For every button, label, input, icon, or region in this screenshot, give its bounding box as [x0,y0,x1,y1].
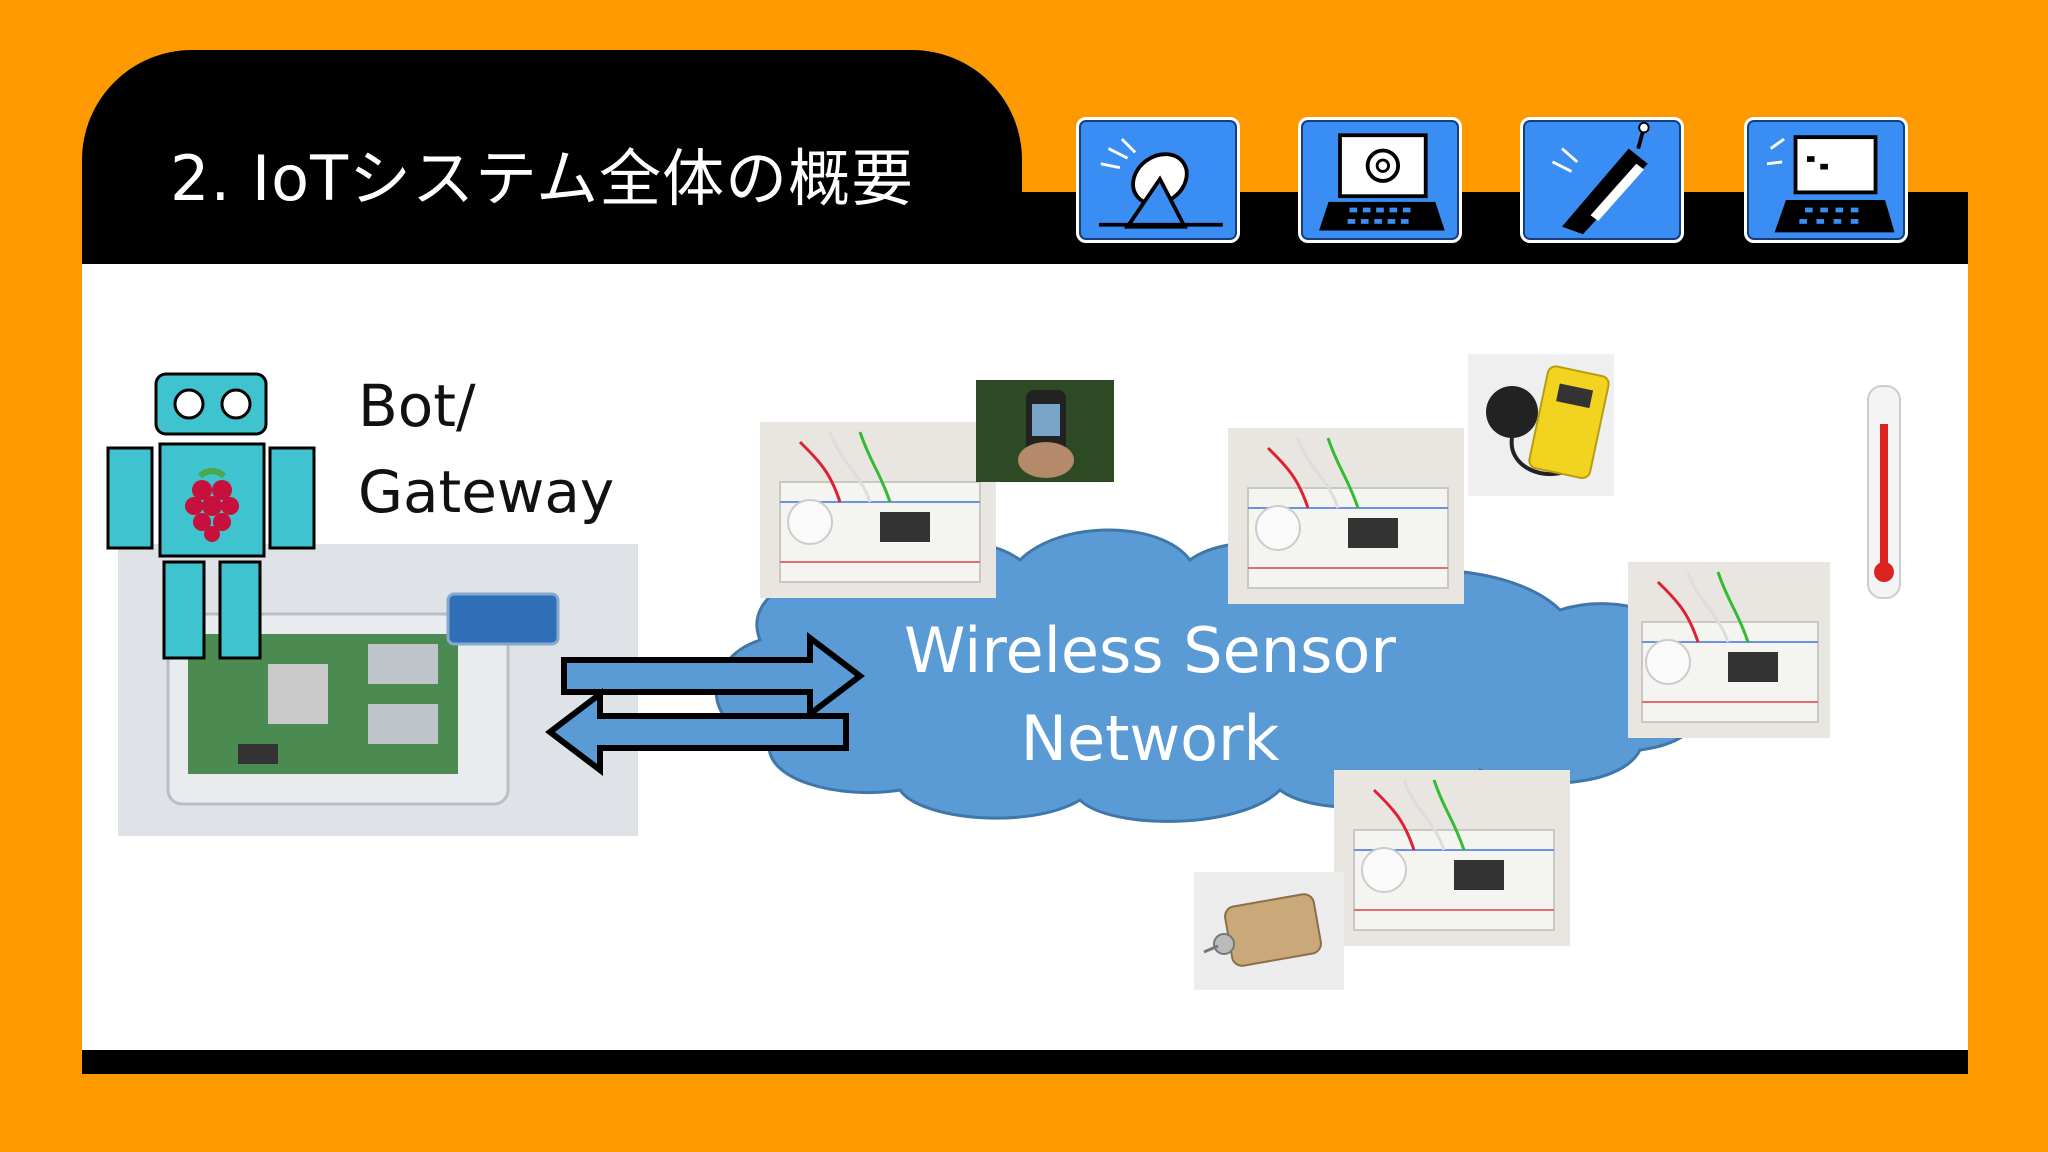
mobile-phone-icon[interactable] [1520,117,1684,243]
title-tab [82,50,1022,264]
laptop-computer-icon[interactable] [1744,117,1908,243]
cloud-label-line1: Wireless Sensor [904,614,1396,687]
thermometer-photo [1862,384,1906,600]
robot-icon [104,366,318,662]
email-computer-icon[interactable] [1298,117,1462,243]
gps-device-photo [976,380,1114,482]
sensor-node-photo-4 [1334,770,1570,946]
gateway-photo [118,544,638,836]
gateway-label-line1: Bot/ [358,372,476,440]
bidirectional-arrows [545,632,865,777]
dc-motor-photo [1194,872,1344,990]
light-meter-photo [1468,354,1614,496]
gateway-label-line2: Gateway [358,458,615,526]
cloud-label-line2: Network [1020,702,1280,775]
satellite-dish-icon[interactable] [1076,117,1240,243]
page-title: 2. IoTシステム全体の概要 [170,142,915,215]
sensor-node-photo-3 [1628,562,1830,738]
bottom-bar [82,1050,1968,1074]
sensor-node-photo-2 [1228,428,1464,604]
sensor-node-photo-1 [760,422,996,598]
